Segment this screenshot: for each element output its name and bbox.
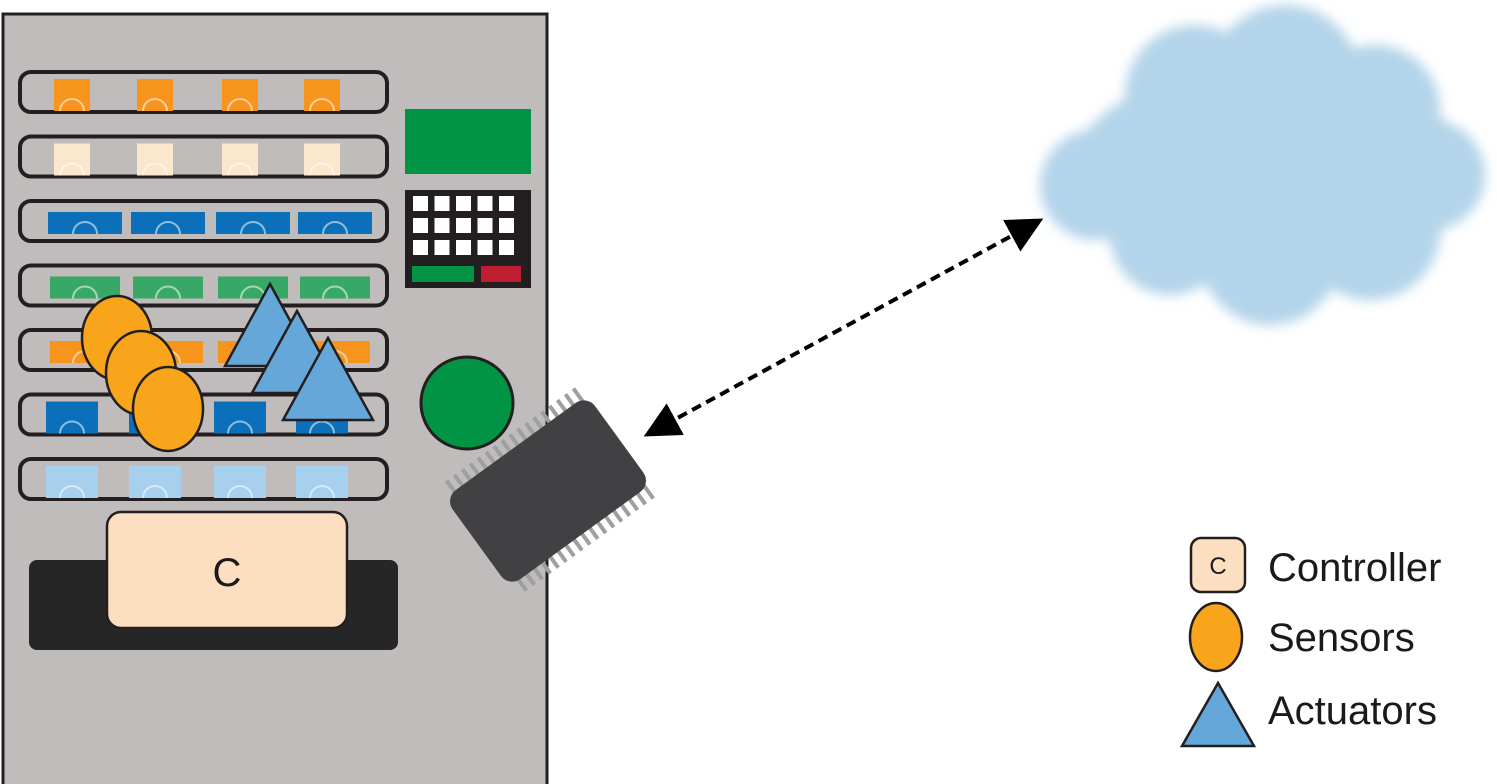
keypad-key xyxy=(477,196,493,211)
product-item xyxy=(300,276,370,299)
keypad-key xyxy=(477,240,493,255)
iot-chip-icon xyxy=(444,387,655,592)
product-item xyxy=(298,212,372,235)
keypad-key xyxy=(499,196,514,211)
shelf xyxy=(18,70,389,114)
controller: C xyxy=(105,510,349,630)
sensor-group xyxy=(80,294,205,453)
product-item xyxy=(137,79,173,112)
product-item xyxy=(296,466,348,499)
shelf xyxy=(18,134,389,179)
machine-display xyxy=(405,109,531,174)
product-item xyxy=(48,212,122,235)
product-item xyxy=(54,79,90,112)
product-item xyxy=(46,401,98,434)
actuator-group xyxy=(222,281,376,422)
legend-label: Sensors xyxy=(1268,616,1415,660)
keypad-key xyxy=(456,218,471,233)
keypad-key xyxy=(434,196,450,211)
actuator-icon xyxy=(1179,680,1257,748)
cloud-icon xyxy=(1040,5,1485,325)
controller-icon xyxy=(1189,536,1247,594)
keypad-key xyxy=(413,218,428,233)
product-item xyxy=(304,143,340,176)
product-item xyxy=(129,466,181,499)
keypad-key xyxy=(434,218,450,233)
legend-item-sensors: Sensors xyxy=(1188,601,1415,673)
coin-slot xyxy=(419,355,515,451)
sensor xyxy=(131,365,205,453)
keypad xyxy=(405,190,531,288)
legend: C Controller Sensors Actuators xyxy=(1179,536,1441,748)
product-item xyxy=(214,401,266,434)
shelf xyxy=(18,457,389,501)
product-item xyxy=(46,466,98,499)
product-item xyxy=(222,143,258,176)
keypad-key xyxy=(456,240,471,255)
legend-label: Controller xyxy=(1268,546,1441,590)
shelf xyxy=(18,199,389,243)
product-item xyxy=(137,143,173,176)
keypad-key xyxy=(434,240,450,255)
keypad-key xyxy=(413,240,428,255)
product-item xyxy=(54,143,90,176)
keypad-key xyxy=(456,196,471,211)
connection-arrow xyxy=(643,218,1044,437)
controller-letter: C xyxy=(213,551,242,595)
product-item xyxy=(222,79,258,112)
legend-label: Actuators xyxy=(1268,689,1437,733)
keypad-key xyxy=(413,196,428,211)
product-item xyxy=(216,212,290,235)
product-item xyxy=(50,276,120,299)
product-item xyxy=(131,212,205,235)
product-item xyxy=(214,466,266,499)
keypad-cancel-key xyxy=(481,266,521,282)
legend-item-controller: C Controller xyxy=(1189,536,1441,594)
product-item xyxy=(304,79,340,112)
legend-controller-letter: C xyxy=(1209,553,1226,580)
keypad-key xyxy=(499,218,514,233)
keypad-ok-key xyxy=(412,266,474,282)
sensor-icon xyxy=(1188,601,1244,673)
vending-machine: C xyxy=(1,12,549,784)
legend-item-actuators: Actuators xyxy=(1179,680,1437,748)
keypad-key xyxy=(499,240,514,255)
product-item xyxy=(133,276,203,299)
keypad-key xyxy=(477,218,493,233)
actuator xyxy=(280,335,376,422)
